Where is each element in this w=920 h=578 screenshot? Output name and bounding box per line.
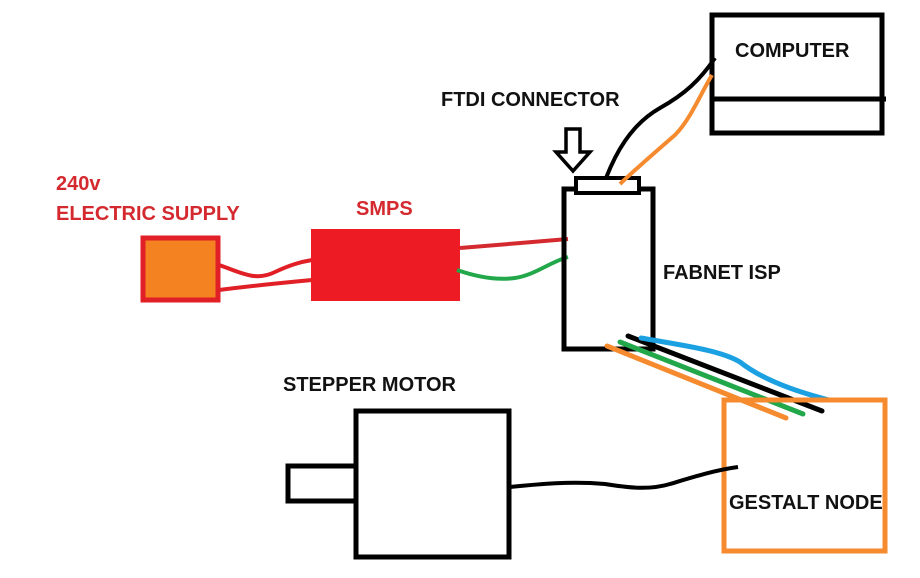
fabnet-isp-label: FABNET ISP — [663, 262, 781, 284]
stepper-motor-shaft — [285, 463, 359, 504]
electric-supply-box — [140, 235, 221, 303]
stepper-motor-label: STEPPER MOTOR — [283, 374, 456, 396]
gestalt-node-box — [721, 397, 888, 554]
ftdi-black-cable — [604, 56, 717, 179]
supply-wire-2 — [218, 278, 313, 292]
stepper-motor-box — [353, 408, 512, 560]
computer-box — [709, 12, 885, 136]
fabnet-isp-box — [561, 186, 656, 352]
ribbon-orange-wire — [604, 343, 789, 421]
stepper-cable — [509, 465, 739, 490]
computer-label: COMPUTER — [735, 40, 850, 62]
ftdi-arrow-icon — [552, 127, 594, 174]
smps-green-wire — [456, 255, 569, 281]
smps-red-wire — [459, 237, 569, 250]
gestalt-node-label: GESTALT NODE — [729, 492, 883, 514]
electric-supply-label: ELECTRIC SUPPLY — [56, 203, 240, 225]
ftdi-connector — [574, 176, 641, 195]
smps-box — [311, 229, 460, 301]
ftdi-orange-cable — [618, 73, 714, 186]
supply-wire-1 — [218, 258, 313, 279]
ribbon-blue-wire — [638, 335, 832, 403]
supply-voltage-label: 240v — [56, 173, 101, 195]
smps-label: SMPS — [356, 198, 413, 220]
ftdi-connector-label: FTDI CONNECTOR — [441, 89, 620, 111]
